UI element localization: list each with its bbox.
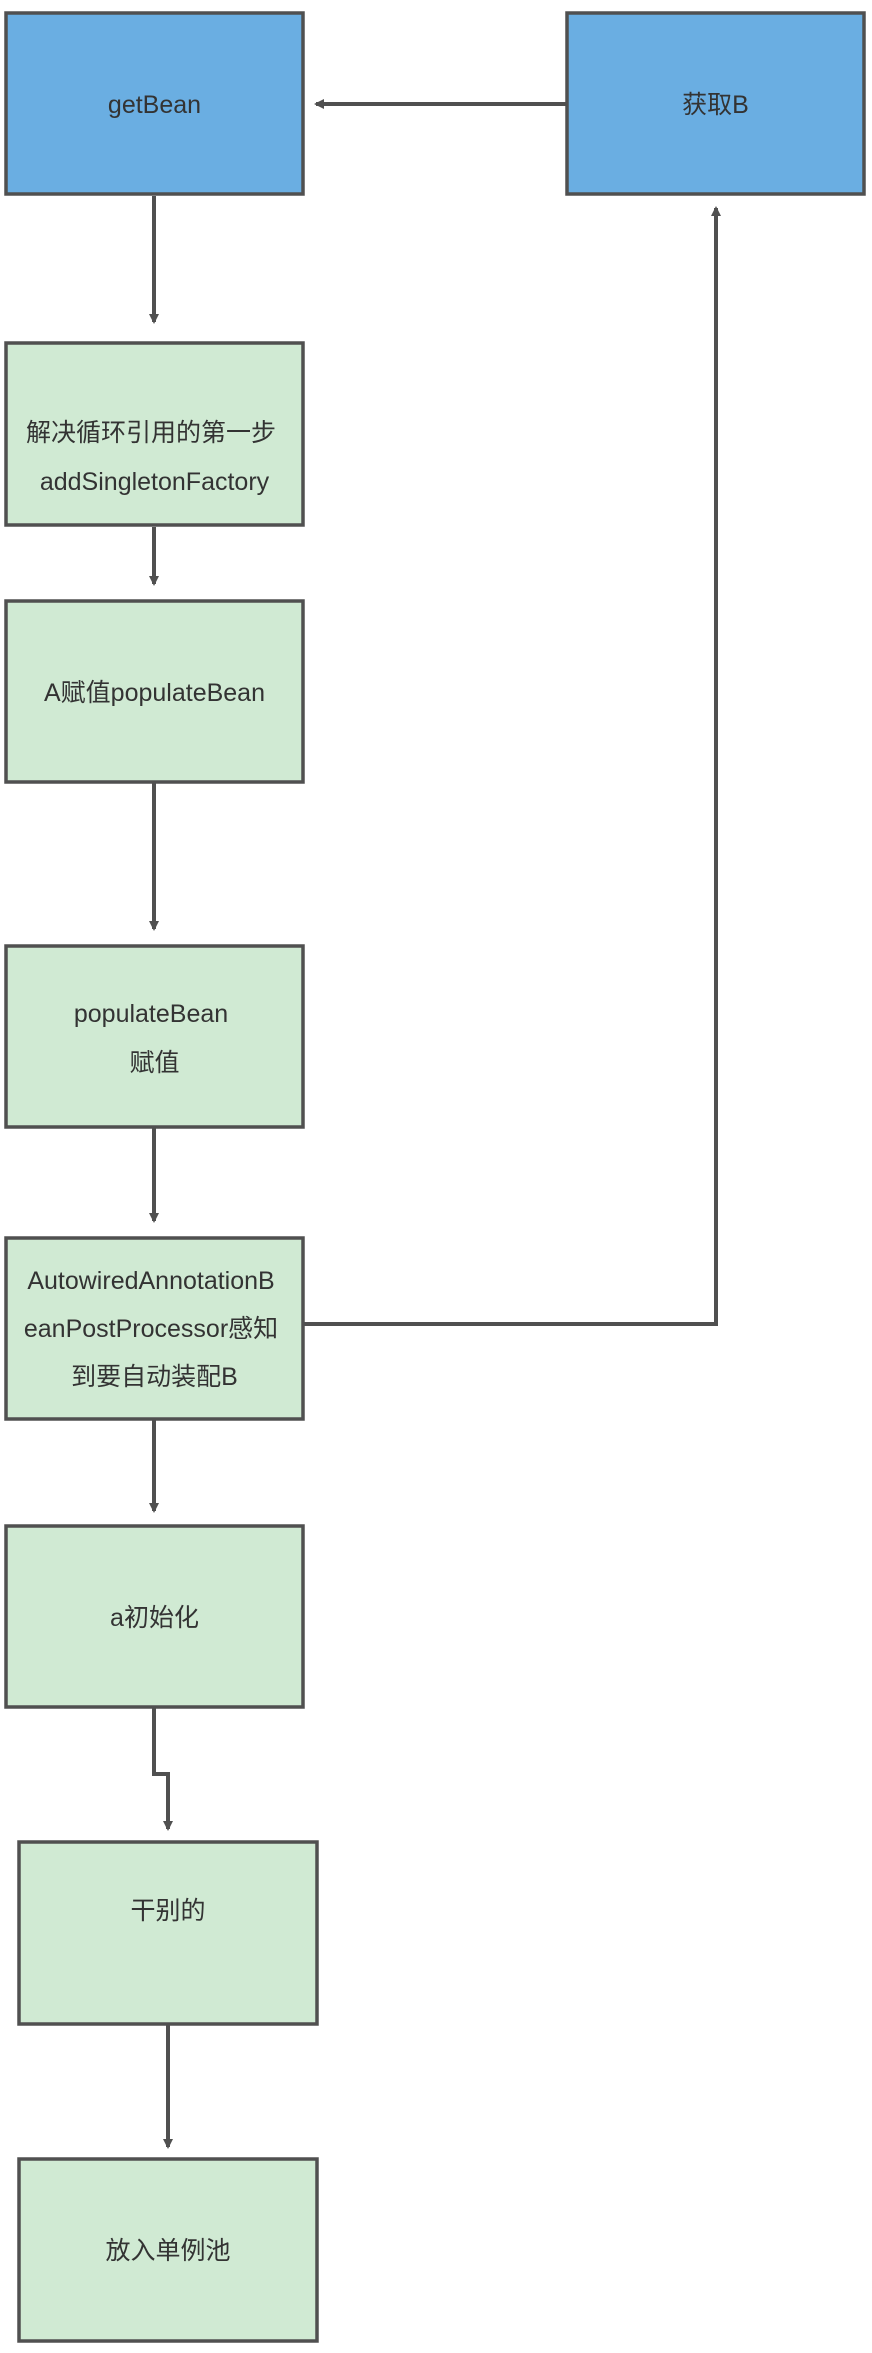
- node-assign-a-label: A赋值populateBean: [44, 679, 265, 707]
- node-get-bean-label: getBean: [108, 91, 201, 119]
- node-other: 干别的: [17, 1840, 319, 2026]
- node-step1-label: 解决循环引用的第一步 addSingletonFactory: [26, 419, 283, 496]
- node-get-b: 获取B: [565, 11, 866, 196]
- node-singleton-pool-label: 放入单例池: [105, 2237, 230, 2265]
- node-autowired-box: [4, 1236, 305, 1421]
- edge-init-a-to-other: [152, 1707, 173, 1831]
- node-init-a: a初始化: [4, 1524, 305, 1709]
- node-get-bean: getBean: [4, 11, 305, 196]
- node-init-a-box: [4, 1524, 305, 1709]
- node-populate-label: populateBean 赋值: [74, 1000, 235, 1077]
- node-autowired-label: AutowiredAnnotationB eanPostProcessor感知 …: [24, 1267, 285, 1391]
- edges: [149, 99, 721, 2149]
- node-populate: populateBean 赋值: [4, 944, 305, 1129]
- node-other-box: [17, 1840, 319, 2026]
- node-init-a-label: a初始化: [110, 1604, 199, 1632]
- node-assign-a-box: [4, 599, 305, 784]
- node-assign-a: A赋值populateBean: [4, 599, 305, 784]
- node-singleton-pool-box: [17, 2157, 319, 2343]
- node-get-b-label: 获取B: [682, 91, 749, 119]
- node-step1-box: [4, 341, 305, 527]
- node-step1: 解决循环引用的第一步 addSingletonFactory: [4, 341, 305, 527]
- node-autowired: AutowiredAnnotationB eanPostProcessor感知 …: [4, 1236, 305, 1421]
- node-other-label: 干别的: [130, 1897, 205, 1925]
- node-populate-box: [4, 944, 305, 1129]
- node-get-bean-box: [4, 11, 305, 196]
- edge-autowired-to-get-b: [303, 206, 721, 1326]
- node-get-b-box: [565, 11, 866, 196]
- node-singleton-pool: 放入单例池: [17, 2157, 319, 2343]
